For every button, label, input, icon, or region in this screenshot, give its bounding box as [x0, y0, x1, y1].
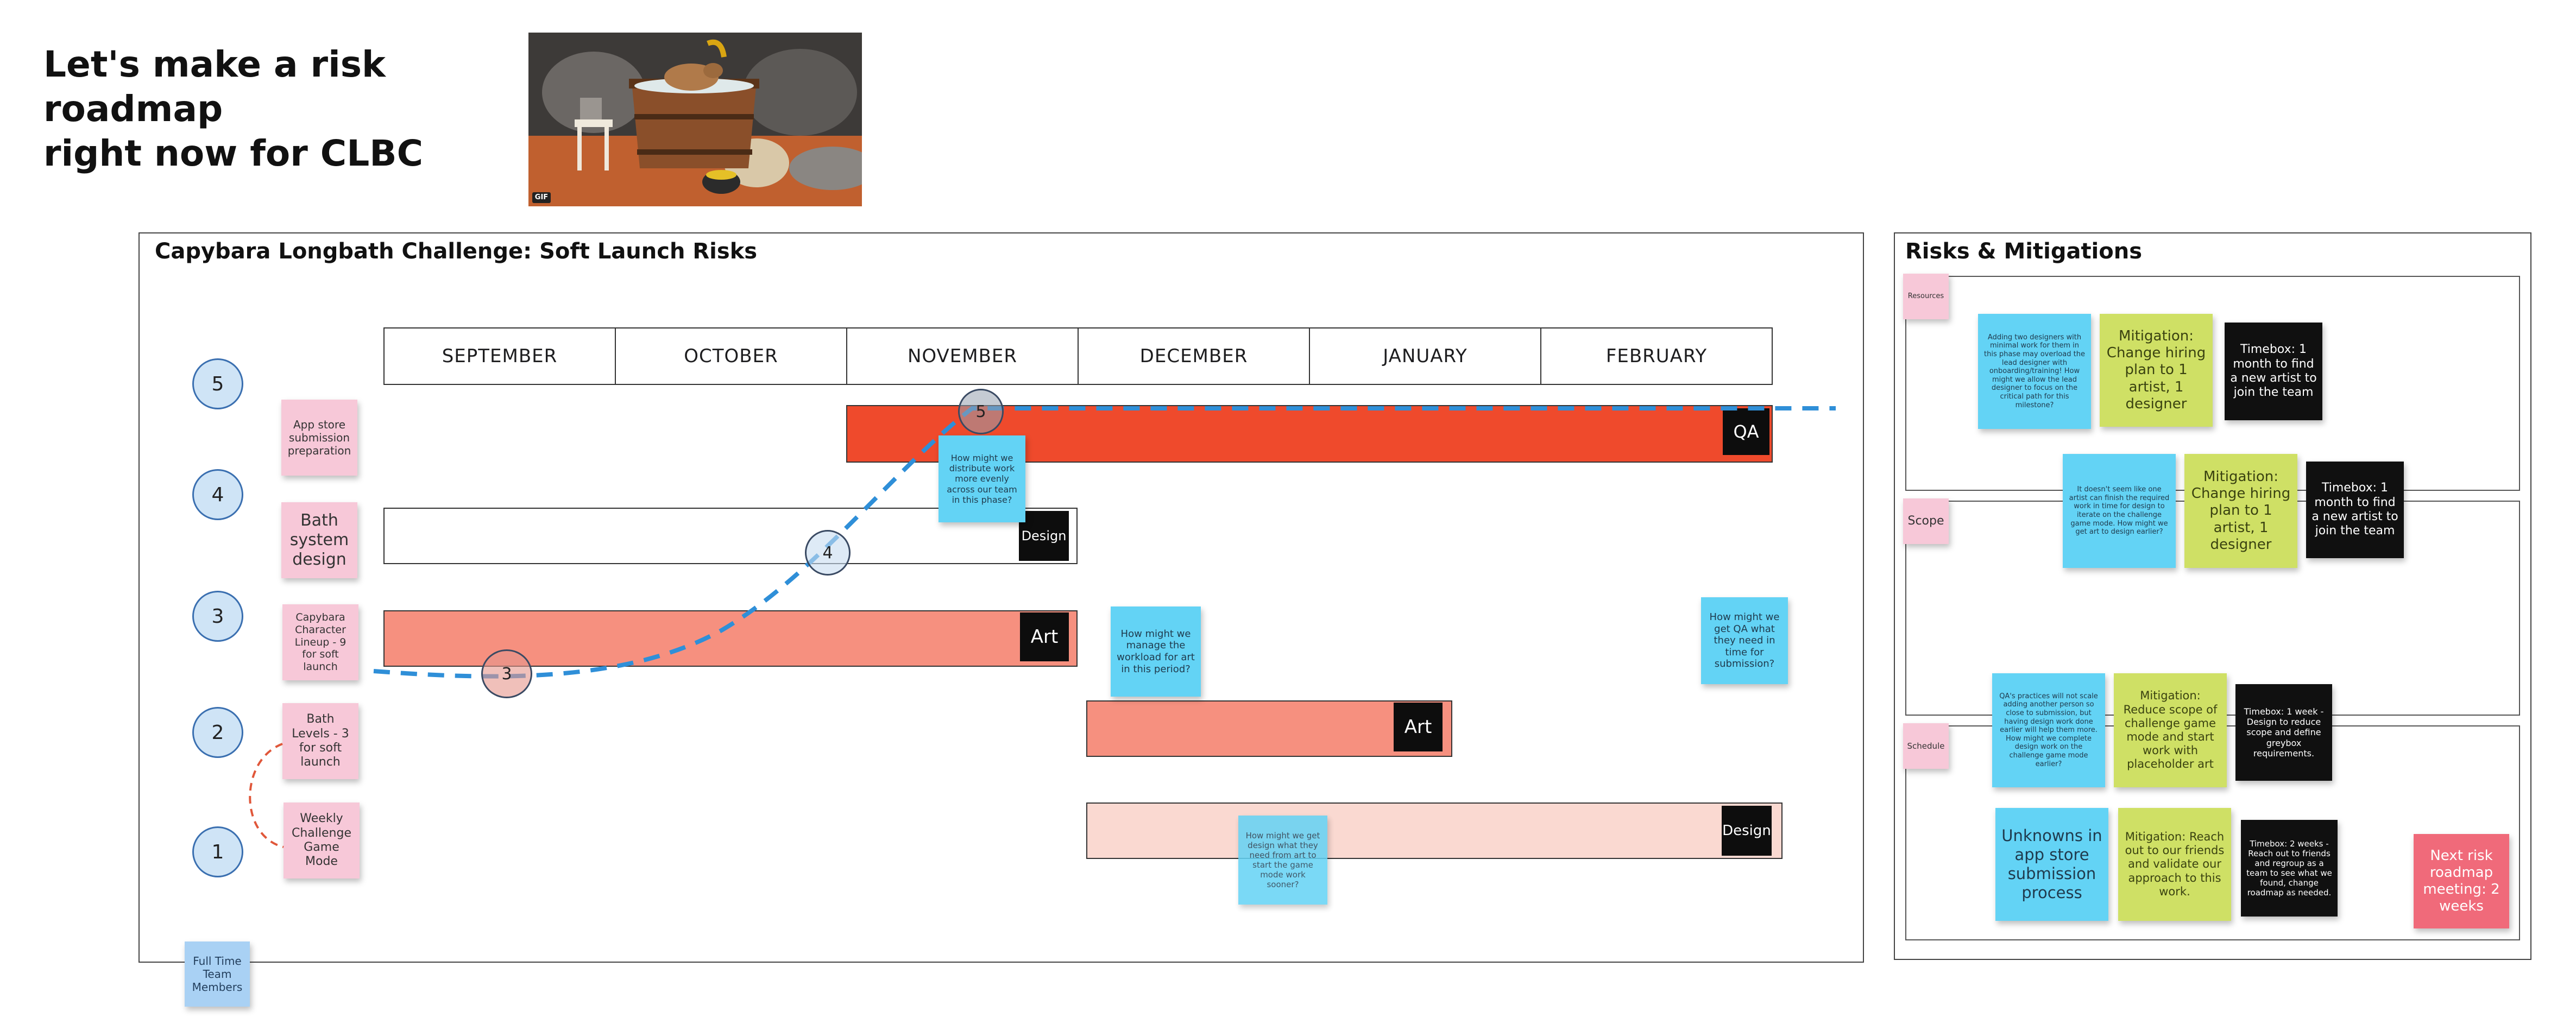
section-label-resources[interactable]: Resources [1903, 274, 1949, 319]
row-label-bath-levels[interactable]: Bath Levels - 3 for soft launch [282, 703, 358, 779]
page-title: Let's make a risk roadmap right now for … [43, 42, 521, 176]
scope-timebox-note[interactable]: Timebox: 1 month to find a new artist to… [2306, 462, 2404, 558]
bar-tag-art-capybara-lineup: Art [1020, 612, 1069, 661]
bar-art-bath-levels[interactable] [1086, 700, 1452, 757]
unknowns-risk-note[interactable]: Unknowns in app store submission process [1995, 808, 2108, 921]
scope-mitigation-note[interactable]: Mitigation: Change hiring plan to 1 arti… [2184, 454, 2297, 568]
schedule-timebox-note[interactable]: Timebox: 1 week - Design to reduce scope… [2235, 684, 2332, 781]
page-title-line-2: right now for CLBC [43, 132, 424, 174]
note-manage-art-workload[interactable]: How might we manage the workload for art… [1111, 606, 1201, 697]
schedule-mitigation-note[interactable]: Mitigation: Reduce scope of challenge ga… [2114, 673, 2227, 787]
level-circle-1: 1 [192, 826, 243, 877]
note-distribute-work[interactable]: How might we distribute work more evenly… [939, 435, 1025, 522]
row-label-capybara-lineup[interactable]: Capybara Character Lineup - 9 for soft l… [282, 604, 358, 680]
bar-tag-art-bath-levels: Art [1394, 703, 1443, 751]
section-label-scope[interactable]: Scope [1903, 498, 1949, 544]
scope-risk-note[interactable]: It doesn't seem like one artist can fini… [2063, 454, 2176, 568]
resources-mitigation-note[interactable]: Mitigation: Change hiring plan to 1 arti… [2100, 314, 2213, 427]
risks-title: Risks & Mitigations [1905, 239, 2143, 264]
capybara-bath-gif[interactable] [528, 33, 862, 206]
month-header-january: JANUARY [1309, 327, 1541, 385]
bar-tag-design-weekly-challenge: Design [1722, 806, 1772, 856]
month-header-december: DECEMBER [1078, 327, 1310, 385]
level-circle-2: 2 [192, 707, 243, 758]
note-qa-need[interactable]: How might we get QA what they need in ti… [1701, 597, 1788, 684]
level-circle-3: 3 [192, 591, 243, 642]
path-marker-5: 5 [958, 389, 1004, 434]
critical-path-line [373, 406, 1836, 679]
gif-badge: GIF [532, 192, 551, 203]
level-circle-5: 5 [192, 358, 243, 409]
bar-tag-design-bath-system: Design [1019, 511, 1069, 561]
capybara-bath-illustration [528, 33, 862, 206]
next-meeting-note[interactable]: Next risk roadmap meeting: 2 weeks [2414, 834, 2509, 928]
month-header-october: OCTOBER [615, 327, 847, 385]
resources-risk-note[interactable]: Adding two designers with minimal work f… [1978, 314, 2091, 429]
unknowns-mitigation-note[interactable]: Mitigation: Reach out to our friends and… [2118, 808, 2231, 921]
page-title-line-1: Let's make a risk roadmap [43, 43, 386, 130]
row-label-app-store[interactable]: App store submission preparation [281, 400, 357, 476]
roadmap-title: Capybara Longbath Challenge: Soft Launch… [155, 239, 758, 264]
month-header-september: SEPTEMBER [383, 327, 616, 385]
unknowns-timebox-note[interactable]: Timebox: 2 weeks - Reach out to friends … [2241, 820, 2338, 917]
path-marker-4: 4 [805, 530, 851, 576]
section-label-schedule[interactable]: Schedule [1903, 723, 1949, 769]
month-header-february: FEBRUARY [1540, 327, 1773, 385]
note-full-time-team[interactable]: Full Time Team Members [185, 941, 250, 1007]
bar-tag-qa: QA [1723, 408, 1769, 455]
resources-timebox-note[interactable]: Timebox: 1 month to find a new artist to… [2225, 323, 2322, 420]
path-marker-3: 3 [481, 649, 532, 698]
row-label-bath-system[interactable]: Bath system design [281, 502, 357, 578]
note-design-need[interactable]: How might we get design what they need f… [1238, 816, 1327, 905]
schedule-risk-note[interactable]: QA's practices will not scale adding ano… [1992, 673, 2105, 787]
level-circle-4: 4 [192, 469, 243, 520]
row-label-weekly-challenge[interactable]: Weekly Challenge Game Mode [284, 802, 360, 879]
bar-design-weekly-challenge[interactable] [1086, 802, 1783, 859]
month-header-november: NOVEMBER [846, 327, 1079, 385]
dependency-line [249, 743, 284, 848]
